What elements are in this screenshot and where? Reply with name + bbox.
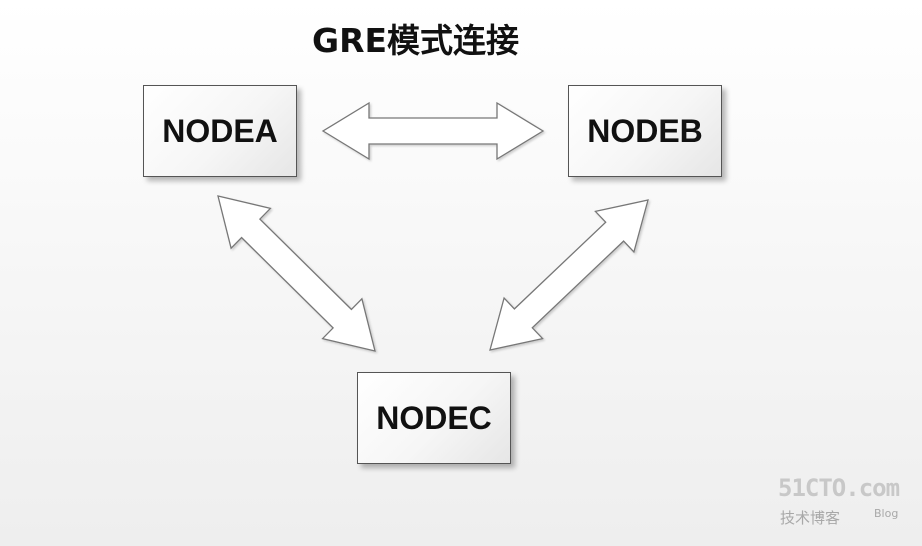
node-a-box: NODEA: [143, 85, 297, 177]
diagram-title: GRE模式连接: [312, 21, 520, 60]
watermark-blog: Blog: [874, 507, 899, 520]
arrow-b-c: [489, 199, 649, 351]
arrow-a-c: [217, 195, 376, 352]
arrow-a-b: [321, 101, 545, 161]
watermark-brand: 51CTO.com: [778, 474, 900, 502]
node-c-box: NODEC: [357, 372, 511, 464]
node-b-box: NODEB: [568, 85, 722, 177]
node-a-label: NODEA: [162, 112, 278, 149]
watermark-subtitle: 技术博客: [780, 509, 841, 527]
node-b-label: NODEB: [587, 112, 703, 149]
node-c-label: NODEC: [376, 399, 492, 436]
